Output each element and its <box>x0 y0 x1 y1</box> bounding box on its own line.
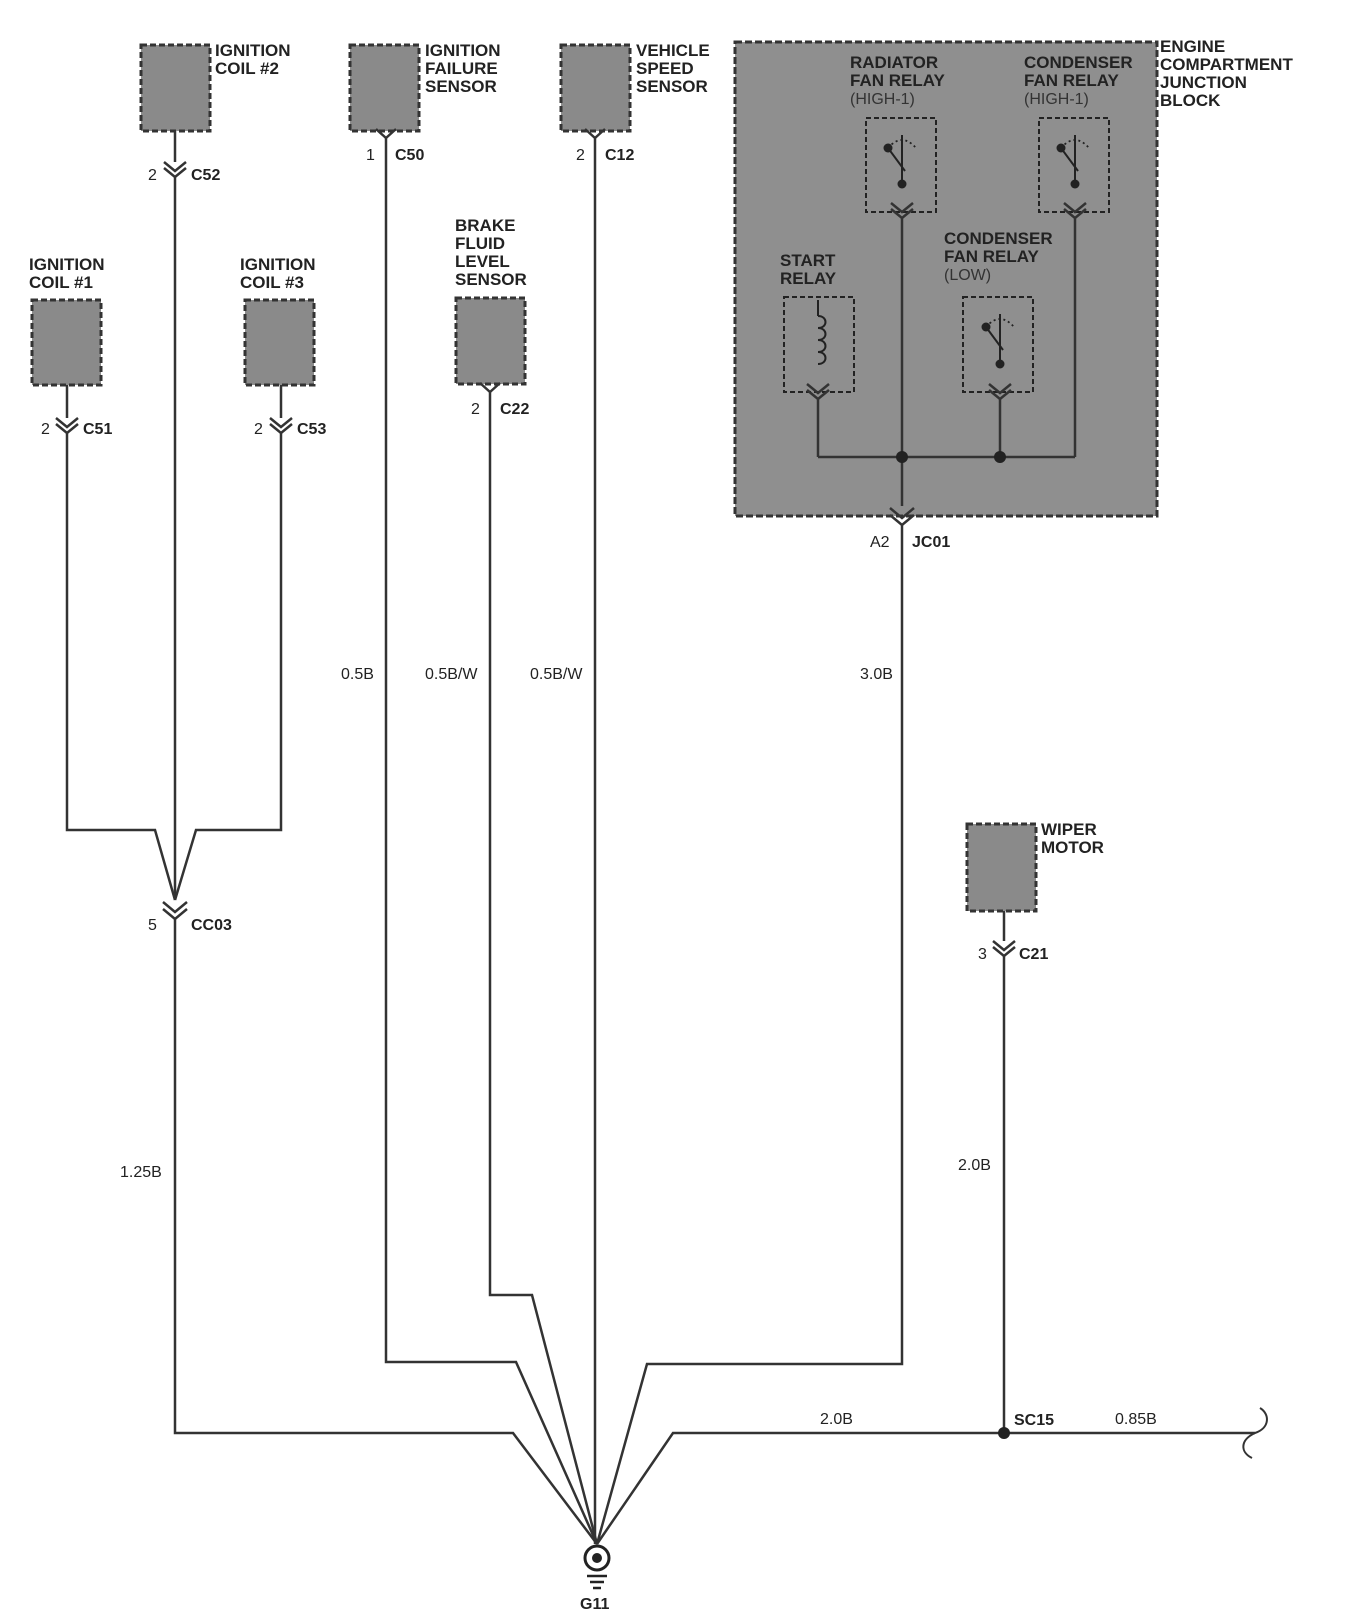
ignition-coil-2-box <box>139 43 212 133</box>
wire-label-c21: 2.0B <box>958 1157 991 1174</box>
condenser-fan-relay-low-label-3: (LOW) <box>944 267 991 284</box>
ignition-coil-2-label-1: IGNITION <box>215 41 291 60</box>
brake-fluid-sensor-label-3: LEVEL <box>455 252 510 271</box>
brake-fluid-sensor-box <box>454 296 527 386</box>
start-relay-label-1: START <box>780 251 836 270</box>
cc03-pin: 5 <box>148 917 157 934</box>
ground-g11-label: G11 <box>580 1596 609 1613</box>
radiator-fan-relay-label-1: RADIATOR <box>850 53 938 72</box>
vehicle-speed-sensor-box <box>559 43 632 133</box>
wire-label-sc15-out: 0.85B <box>1115 1411 1157 1428</box>
junction-block-label-4: BLOCK <box>1160 91 1221 110</box>
wire-label-c12: 0.5B/W <box>530 666 583 683</box>
wire-label-ground-sc15: 2.0B <box>820 1411 853 1428</box>
splice-sc15-label: SC15 <box>1014 1412 1054 1429</box>
wiper-motor-box <box>965 822 1038 913</box>
start-relay-label-2: RELAY <box>780 269 837 288</box>
c53-connector: C53 <box>297 421 326 438</box>
wiper-motor-label-2: MOTOR <box>1041 838 1104 857</box>
wire-label-c22: 0.5B/W <box>425 666 478 683</box>
c52-pin: 2 <box>148 167 157 184</box>
c12-connector: C12 <box>605 147 634 164</box>
vehicle-speed-sensor-label-3: SENSOR <box>636 77 708 96</box>
c51-pin: 2 <box>41 421 50 438</box>
ignition-coil-1-box <box>30 298 103 387</box>
jc01-pin: A2 <box>870 534 890 551</box>
wiper-motor-label-1: WIPER <box>1041 820 1097 839</box>
ignition-failure-sensor-label-1: IGNITION <box>425 41 501 60</box>
ignition-failure-sensor-label-2: FAILURE <box>425 59 498 78</box>
c22-connector: C22 <box>500 401 529 418</box>
c21-pin: 3 <box>978 946 987 963</box>
c52-connector-symbol <box>163 161 187 179</box>
ignition-coil-1-label-1: IGNITION <box>29 255 105 274</box>
condenser-fan-relay-low-label-1: CONDENSER <box>944 229 1053 248</box>
condenser-fan-relay-low-label-2: FAN RELAY <box>944 247 1039 266</box>
ignition-coil-1-label-2: COIL #1 <box>29 273 93 292</box>
wire-label-c50: 0.5B <box>341 666 374 683</box>
ground-symbol <box>583 1544 611 1590</box>
brake-fluid-sensor-label-4: SENSOR <box>455 270 527 289</box>
ignition-coil-3-label-1: IGNITION <box>240 255 316 274</box>
jc01-connector: JC01 <box>912 534 950 551</box>
start-relay-symbol <box>783 296 855 401</box>
condenser-fan-relay-high-label-3: (HIGH-1) <box>1024 91 1089 108</box>
c51-connector-symbol <box>55 417 79 435</box>
c52-connector: C52 <box>191 167 220 184</box>
ignition-failure-sensor-label-3: SENSOR <box>425 77 497 96</box>
vehicle-speed-sensor-label-2: SPEED <box>636 59 694 78</box>
junction-block-label-3: JUNCTION <box>1160 73 1247 92</box>
junction-block-label-2: COMPARTMENT <box>1160 55 1293 74</box>
c22-pin: 2 <box>471 401 480 418</box>
junction-block-box <box>733 40 1159 518</box>
c53-pin: 2 <box>254 421 263 438</box>
condenser-fan-relay-low-symbol <box>962 296 1034 401</box>
radiator-fan-relay-label-2: FAN RELAY <box>850 71 945 90</box>
ignition-coil-3-box <box>243 298 316 387</box>
condenser-fan-relay-high-symbol <box>1038 117 1110 220</box>
vehicle-speed-sensor-label-1: VEHICLE <box>636 41 710 60</box>
c12-pin: 2 <box>576 147 585 164</box>
condenser-fan-relay-high-label-2: FAN RELAY <box>1024 71 1119 90</box>
radiator-fan-relay-symbol <box>865 117 937 220</box>
ignition-coil-3-label-2: COIL #3 <box>240 273 304 292</box>
brake-fluid-sensor-label-2: FLUID <box>455 234 505 253</box>
cc03-connector: CC03 <box>191 917 232 934</box>
wire-label-jc01: 3.0B <box>860 666 893 683</box>
c50-pin: 1 <box>366 147 375 164</box>
ignition-coil-2-label-2: COIL #2 <box>215 59 279 78</box>
condenser-fan-relay-high-label-1: CONDENSER <box>1024 53 1133 72</box>
c50-connector: C50 <box>395 147 424 164</box>
c53-connector-symbol <box>269 417 293 435</box>
ground-wires <box>65 131 1268 1545</box>
c21-connector-symbol <box>992 940 1016 958</box>
junction-block-label-1: ENGINE <box>1160 37 1225 56</box>
c21-connector: C21 <box>1019 946 1048 963</box>
brake-fluid-sensor-label-1: BRAKE <box>455 216 515 235</box>
ignition-failure-sensor-box <box>348 43 421 133</box>
c51-connector: C51 <box>83 421 112 438</box>
radiator-fan-relay-label-3: (HIGH-1) <box>850 91 915 108</box>
wire-label-cc03: 1.25B <box>120 1164 162 1181</box>
